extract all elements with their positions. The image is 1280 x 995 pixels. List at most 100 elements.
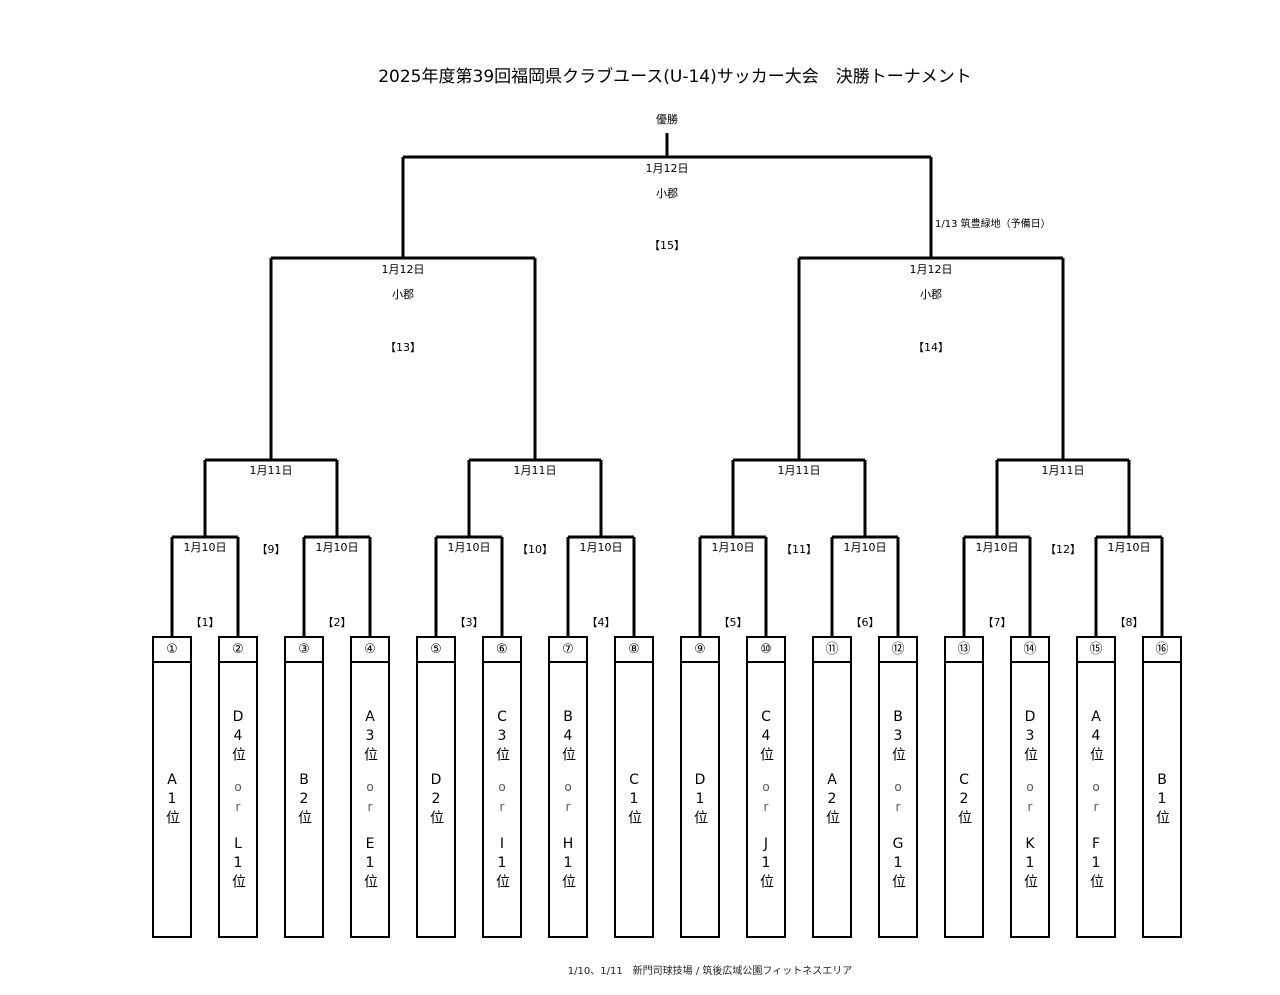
slot-team: A4位 <box>1088 708 1104 764</box>
match-date: 1月12日 <box>381 263 425 276</box>
slot-number: ⑯ <box>1144 638 1180 663</box>
slot-number: ⑧ <box>616 638 652 663</box>
champion-label: 優勝 <box>656 113 678 126</box>
slot-team: A1位 <box>164 772 180 827</box>
match-date: 1月10日 <box>447 541 491 554</box>
match-number: 【11】 <box>781 543 817 556</box>
match-date: 1月10日 <box>711 541 755 554</box>
match-venue: 小郡 <box>920 288 942 301</box>
slot-team: B4位 <box>560 708 576 764</box>
slot-number: ⑩ <box>748 638 784 663</box>
slot-alt-team: I1位 <box>494 835 510 891</box>
slot-number: ⑦ <box>550 638 586 663</box>
match-number: 【13】 <box>385 341 421 354</box>
slot-team: A2位 <box>824 772 840 827</box>
slot-alt-team: L1位 <box>230 835 246 891</box>
slot-or: or <box>231 779 245 820</box>
match-number: 【9】 <box>256 543 286 556</box>
match-number: 【12】 <box>1045 543 1081 556</box>
slot-body: D2位 <box>418 663 454 936</box>
slot-or: or <box>1089 779 1103 820</box>
slot-team: C1位 <box>626 772 642 827</box>
match-number: 【6】 <box>850 616 880 629</box>
slot-number: ④ <box>352 638 388 663</box>
venue-footer: 1/10、1/11 新門司球技場 / 筑後広域公園フィットネスエリア <box>567 966 853 977</box>
slot-body: A1位 <box>154 663 190 936</box>
slot-team: B3位 <box>890 708 906 764</box>
match-date: 1月10日 <box>579 541 623 554</box>
slot-team: B2位 <box>296 772 312 827</box>
slot-alt-team: F1位 <box>1088 835 1104 891</box>
slot-number: ⑬ <box>946 638 982 663</box>
slot-number: ⑪ <box>814 638 850 663</box>
team-slot: ⑧ C1位 <box>614 636 654 938</box>
slot-alt-team: H1位 <box>560 835 576 891</box>
slot-body: C1位 <box>616 663 652 936</box>
slot-or: or <box>891 779 905 820</box>
slot-or: or <box>363 779 377 820</box>
slot-or: or <box>561 779 575 820</box>
slot-team: D1位 <box>692 772 708 827</box>
match-date: 1月12日 <box>909 263 953 276</box>
match-date: 1月11日 <box>1041 464 1085 477</box>
match-number: 【3】 <box>454 616 484 629</box>
slot-number: ⑭ <box>1012 638 1048 663</box>
match-date: 1月10日 <box>843 541 887 554</box>
slot-team: D2位 <box>428 772 444 827</box>
match-date: 1月10日 <box>183 541 227 554</box>
match-date: 1月11日 <box>777 464 821 477</box>
slot-team: B1位 <box>1154 772 1170 827</box>
team-slot: ③ B2位 <box>284 636 324 938</box>
slot-team: A3位 <box>362 708 378 764</box>
slot-number: ② <box>220 638 256 663</box>
match-number: 【4】 <box>586 616 616 629</box>
team-slot: ⑯ B1位 <box>1142 636 1182 938</box>
match-date: 1月10日 <box>1107 541 1151 554</box>
slot-body: B1位 <box>1144 663 1180 936</box>
slot-or: or <box>495 779 509 820</box>
team-slot: ⑪ A2位 <box>812 636 852 938</box>
slot-body: B2位 <box>286 663 322 936</box>
team-slot: ⑬ C2位 <box>944 636 984 938</box>
match-number: 【7】 <box>982 616 1012 629</box>
slot-team: D4位 <box>230 708 246 764</box>
slot-alt-team: J1位 <box>758 835 774 891</box>
slot-alt-team: G1位 <box>890 835 906 891</box>
team-slot: ⑨ D1位 <box>680 636 720 938</box>
match-venue: 小郡 <box>392 288 414 301</box>
match-number: 【14】 <box>913 341 949 354</box>
match-date: 1月10日 <box>315 541 359 554</box>
slot-or: or <box>759 779 773 820</box>
slot-team: C3位 <box>494 708 510 764</box>
match-number: 【10】 <box>517 543 553 556</box>
slot-team: D3位 <box>1022 708 1038 764</box>
match-number: 【8】 <box>1114 616 1144 629</box>
slot-team: C4位 <box>758 708 774 764</box>
slot-body: C2位 <box>946 663 982 936</box>
match-number: 【1】 <box>190 616 220 629</box>
slot-or: or <box>1023 779 1037 820</box>
slot-body: D1位 <box>682 663 718 936</box>
slot-number: ③ <box>286 638 322 663</box>
reserve-day-note: 1/13 筑豊緑地（予備日） <box>935 219 1051 230</box>
slot-number: ⑥ <box>484 638 520 663</box>
slot-number: ⑨ <box>682 638 718 663</box>
slot-team: C2位 <box>956 772 972 827</box>
match-date: 1月11日 <box>249 464 293 477</box>
match-number: 【5】 <box>718 616 748 629</box>
slot-body: A2位 <box>814 663 850 936</box>
